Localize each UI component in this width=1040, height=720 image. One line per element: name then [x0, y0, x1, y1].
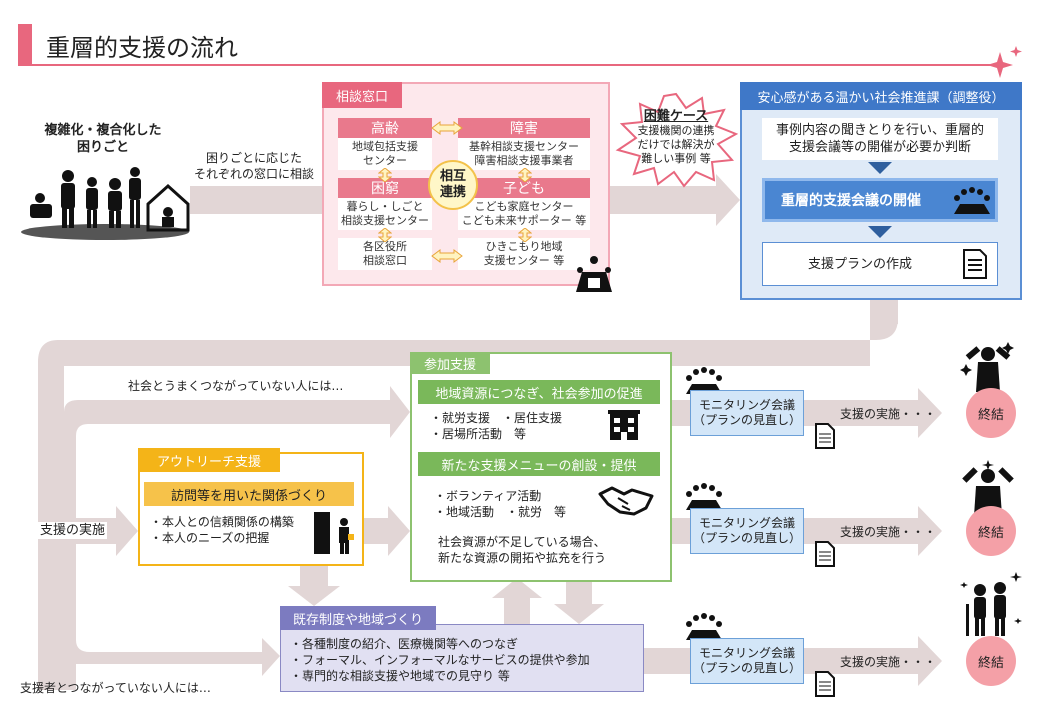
disconnected-society-note: 社会とうまくつながっていない人には…	[128, 379, 344, 393]
monitoring-meeting-3: モニタリング会議（プランの見直し）	[690, 638, 804, 684]
category-poverty: 困窮	[338, 178, 432, 198]
consult-header: 相談窓口	[322, 82, 402, 108]
meeting-table-icon	[686, 483, 722, 510]
vertical-arrow-icon	[378, 228, 392, 242]
outreach-item-needs: ・本人のニーズの把握	[150, 531, 270, 545]
double-arrow-icon	[431, 249, 463, 263]
existing-item-3: ・専門的な相談支援や地域での見守り 等	[290, 669, 510, 683]
mutual-link-badge: 相互連携	[428, 160, 478, 210]
meeting-table-icon	[954, 187, 990, 214]
sparkle-icon	[987, 46, 1022, 78]
title-accent	[18, 24, 32, 64]
meeting-table-icon	[686, 613, 722, 640]
building-icon	[608, 410, 640, 440]
existing-item-1: ・各種制度の紹介、医療機関等へのつなぎ	[290, 637, 519, 651]
category-children: 子ども	[458, 178, 590, 198]
ward-office-desc: 各区役所相談窓口	[338, 238, 432, 270]
handshake-icon	[598, 486, 654, 516]
support-exec-1: 支援の実施・・・	[840, 407, 937, 421]
elderly-couple-icon	[960, 572, 1022, 636]
resource-items-2: ・居場所活動 等	[430, 427, 527, 441]
resource-shortage-box: 社会資源が不足している場合、新たな資源の開拓や拡充を行う	[426, 528, 662, 572]
door-visit-icon	[314, 512, 354, 554]
monitoring-meeting-2: モニタリング会議（プランの見直し）	[690, 508, 804, 554]
existing-systems-panel	[280, 624, 644, 692]
cheering-person-icon	[960, 342, 1014, 392]
outreach-header: アウトリーチ支援	[138, 448, 280, 472]
resource-items-1: ・就労支援 ・居住支援	[430, 411, 563, 425]
children-desc: こども家庭センターこども未来サポーター 等	[458, 198, 590, 230]
coordination-header: 安心感がある温かい社会推進課（調整役）	[740, 82, 1022, 110]
vertical-arrow-icon	[518, 168, 532, 182]
plan-step: 支援プランの作成	[762, 242, 998, 286]
difficult-case-text: 困難ケース 支援機関の連携 だけでは解決が 難しい事例 等	[637, 109, 715, 166]
elderly-desc: 地域包括支援センター	[338, 138, 432, 170]
document-icon	[963, 249, 987, 279]
end-badge-3: 終結	[966, 636, 1016, 686]
hearing-step: 事例内容の聞きとりを行い、重層的支援会議等の開催が必要か判断	[762, 118, 998, 160]
document-icon	[815, 671, 835, 697]
outreach-bar: 訪問等を用いた関係づくり	[144, 482, 354, 506]
title-underline	[18, 64, 1008, 66]
new-menu-bar: 新たな支援メニューの創設・提供	[418, 452, 660, 476]
down-triangle-icon	[868, 226, 892, 238]
existing-item-2: ・フォーマル、インフォーマルなサービスの提供や参加	[290, 653, 590, 667]
category-disability: 障害	[458, 118, 590, 138]
page-title: 重層的支援の流れ	[46, 34, 238, 62]
category-elderly: 高齢	[338, 118, 432, 138]
outreach-item-trust: ・本人との信頼関係の構築	[150, 515, 294, 529]
vertical-arrow-icon	[378, 168, 392, 182]
hikikomori-desc: ひきこもり地域支援センター 等	[458, 238, 590, 270]
troubled-people-label: 複雑化・複合化した 困りごと	[44, 123, 162, 155]
vertical-arrow-icon	[518, 228, 532, 242]
poverty-desc: 暮らし・しごと相談支援センター	[338, 198, 432, 230]
new-menu-items-1: ・ボランティア活動	[434, 489, 542, 503]
participation-header: 参加支援	[410, 352, 490, 374]
disability-desc: 基幹相談支援センター障害相談支援事業者	[458, 138, 590, 170]
existing-systems-header: 既存制度や地域づくり	[280, 606, 436, 630]
double-arrow-icon	[431, 121, 463, 135]
resource-link-bar: 地域資源につなぎ、社会参加の促進	[418, 380, 660, 404]
end-badge-1: 終結	[966, 388, 1016, 438]
troubled-people-icon	[21, 167, 190, 240]
end-badge-2: 終結	[966, 506, 1016, 556]
support-exec-3: 支援の実施・・・	[840, 655, 937, 669]
support-implementation-label: 支援の実施	[38, 522, 108, 539]
new-menu-items-2: ・地域活動 ・就労 等	[434, 505, 567, 519]
document-icon	[815, 541, 835, 567]
difficult-case-burst	[615, 92, 738, 188]
disconnected-supporter-note: 支援者とつながっていない人には…	[20, 681, 211, 695]
intake-text: 困りごとに応じた それぞれの窓口に相談	[193, 151, 314, 181]
meeting-group-icon	[576, 256, 612, 292]
down-triangle-icon	[868, 162, 892, 174]
support-exec-2: 支援の実施・・・	[840, 525, 937, 539]
monitoring-meeting-1: モニタリング会議（プランの見直し）	[690, 390, 804, 436]
document-icon	[815, 423, 835, 449]
